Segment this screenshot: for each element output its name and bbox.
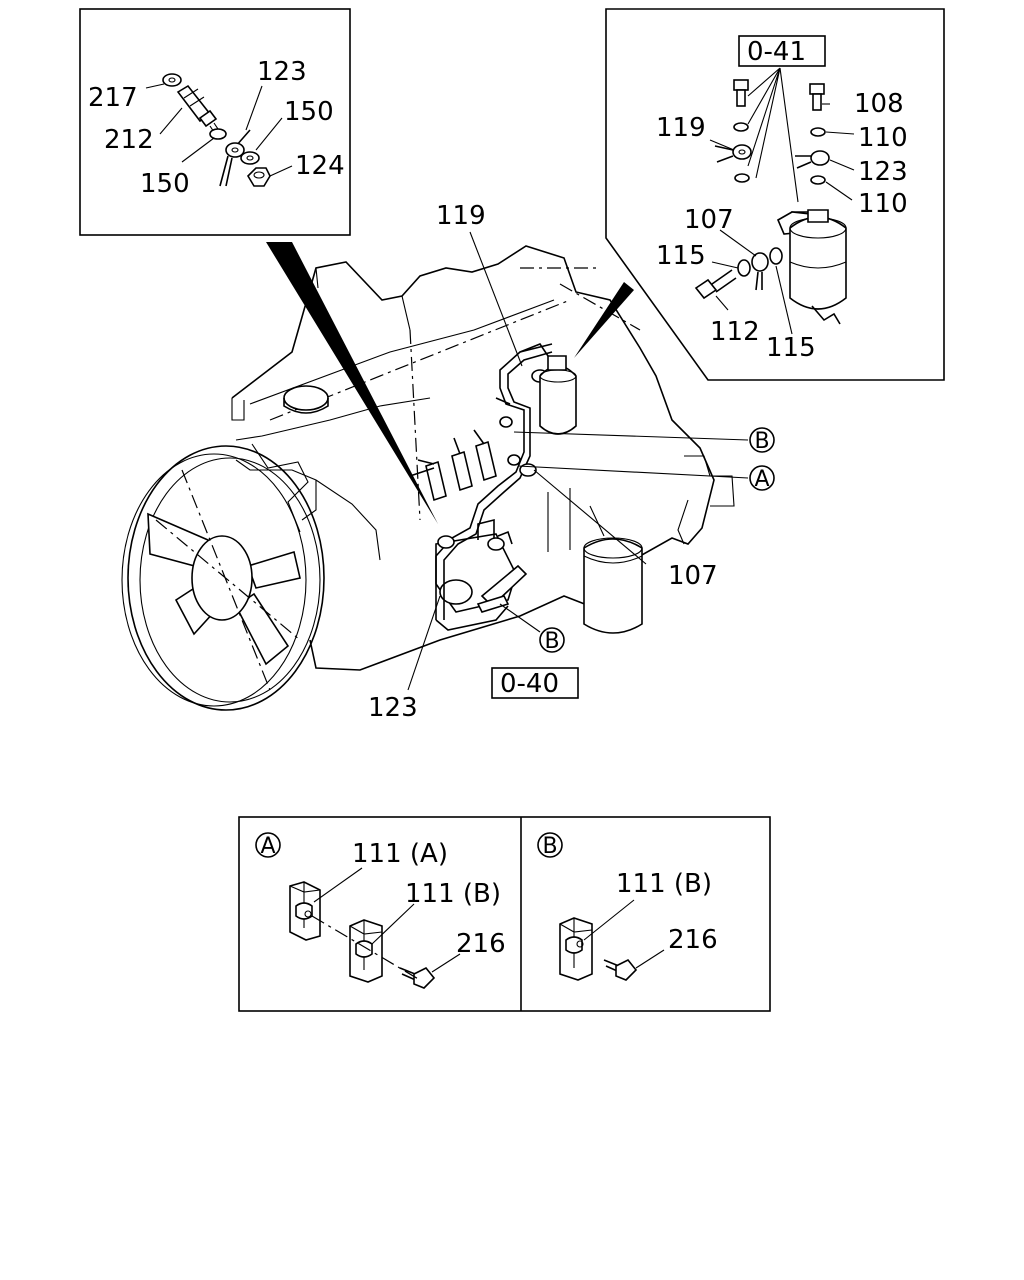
callout-212: 212 [104, 125, 154, 155]
washer-115-left-drawing [737, 259, 751, 277]
detail-panel-b: B 111 (B) 216 [537, 832, 718, 981]
detail-panels: A 111 (A [238, 816, 771, 1012]
callout-110-bottom: 110 [858, 189, 908, 219]
bolt-216-b-drawing [603, 958, 638, 981]
ref-box-0-40 [491, 667, 579, 699]
callout-111b-b: 111 (B) [616, 869, 712, 899]
marker-b-main-top-label: B [754, 429, 769, 454]
detail-top-right-frame [605, 8, 945, 381]
callout-107-main: 107 [668, 561, 718, 591]
marker-b-panel [537, 832, 563, 858]
eye-fitting-119-drawing [714, 144, 752, 163]
marker-a-main [749, 465, 775, 491]
detail-panels-frame [238, 816, 771, 1012]
callout-124: 124 [295, 151, 345, 181]
injection-pump-drawing [409, 429, 528, 613]
engine-fuel-filter-drawing [539, 355, 577, 435]
clamp-111b-b-drawing [559, 917, 593, 981]
fan-drawing [121, 445, 325, 711]
marker-a-main-label: A [754, 467, 769, 492]
ref-box-0-41 [738, 35, 826, 67]
callout-123-right: 123 [858, 157, 908, 187]
eye-fitting-107-drawing [751, 252, 769, 291]
marker-b-panel-label: B [542, 834, 557, 859]
marker-a-panel [255, 832, 281, 858]
callout-123-main: 123 [368, 693, 418, 723]
detail-top-right: 0-41 [605, 8, 945, 381]
bolt-108-drawing [809, 83, 825, 111]
callout-110-top: 110 [858, 123, 908, 153]
washer-150-b-drawing [240, 151, 260, 165]
detail-top-left-frame [79, 8, 351, 236]
nut-124-drawing [246, 167, 271, 187]
callout-107-right: 107 [684, 205, 734, 235]
bolt-112-drawing [694, 269, 737, 300]
ref-box-0-41-label: 0-41 [747, 37, 806, 67]
pipe-bracket-drawing [476, 595, 510, 613]
washer-110-top-drawing [810, 127, 826, 137]
detail-panel-a: A 111 (A [255, 832, 506, 989]
engine-view: B A B 119 107 123 0-40 [121, 201, 775, 723]
callout-112: 112 [710, 317, 760, 347]
callout-115-left: 115 [656, 241, 706, 271]
sensor-212-drawing [176, 84, 219, 133]
callout-150-right: 150 [284, 97, 334, 127]
washer-110-bottom-drawing [810, 175, 826, 185]
clamp-111b-a-drawing [349, 919, 383, 983]
callout-216-b: 216 [668, 925, 718, 955]
washer-150-a-drawing [209, 128, 227, 140]
callout-111b-a: 111 (B) [405, 879, 501, 909]
callout-119-right: 119 [656, 113, 706, 143]
callout-123: 123 [257, 57, 307, 87]
fuel-filter-drawing [776, 209, 847, 325]
marker-b-main-top [749, 427, 775, 453]
pointer-wedge-left [266, 242, 438, 524]
washer-115-right-drawing [769, 247, 783, 265]
eye-terminal-123-drawing [219, 129, 251, 187]
callout-111a: 111 (A) [352, 839, 448, 869]
pointer-wedge-right [574, 282, 634, 358]
ref-box-0-40-label: 0-40 [500, 669, 559, 699]
callout-216-a: 216 [456, 929, 506, 959]
marker-b-main-bottom-label: B [544, 629, 559, 654]
clamp-111a-drawing [289, 881, 321, 941]
callout-115-right: 115 [766, 333, 816, 363]
eye-fitting-123-drawing [795, 150, 830, 169]
filler-cap-drawing [283, 385, 329, 411]
callout-150-left: 150 [140, 169, 190, 199]
banjo-bolt-left-drawing [733, 79, 749, 107]
marker-a-panel-label: A [260, 834, 275, 859]
callout-217: 217 [88, 83, 138, 113]
callout-119-main: 119 [436, 201, 486, 231]
callout-108: 108 [854, 89, 904, 119]
detail-top-left: 217 212 123 150 150 124 [79, 8, 351, 236]
marker-b-main-bottom [539, 627, 565, 653]
bolt-216-a-drawing [399, 966, 436, 989]
washer-217-drawing [162, 73, 182, 87]
oil-filter-drawing [583, 537, 643, 634]
